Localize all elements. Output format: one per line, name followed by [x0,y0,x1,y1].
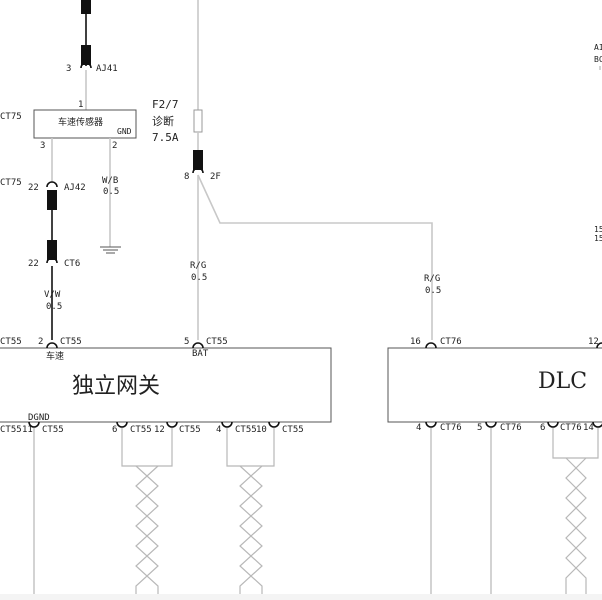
ct6-name: CT6 [64,259,80,269]
speed-sensor-gnd: GND [117,127,132,136]
connector-block-aj42 [47,190,57,210]
gateway-pin11-arc [28,421,40,428]
fuse-id: F2/7 [152,98,179,111]
connector-arc-2f [192,167,204,174]
twist-pair-a-top [121,428,173,467]
sensor-pin-top: 1 [78,100,83,110]
connector-arc-ct6 [46,257,58,264]
gateway-title: 独立网关 [72,374,160,399]
connector-block-aj41 [81,45,91,65]
aj42-name: AJ42 [64,183,86,193]
gateway-module-box [0,347,332,423]
gateway-pin11-conn: CT55 [42,425,64,435]
gateway-pin6-arc [116,421,128,428]
vw-size: 0.5 [46,302,62,312]
gateway-pin2-conn: CT55 [60,337,82,347]
twist-pair-b-top [226,428,275,467]
speed-sensor-box [33,109,137,139]
dlc-title: DLC [538,369,587,394]
wb-color: W/B [102,176,118,186]
rg2-color: R/G [424,274,440,284]
bottom-strip [0,594,602,600]
gateway-pin2-num: 2 [38,337,43,347]
dlc-pin16-arc [425,342,437,349]
gateway-pin11-num: 11 [22,425,33,435]
wb-size: 0.5 [103,187,119,197]
gateway-pin5-num: 5 [184,337,189,347]
ct6-pin: 22 [28,259,39,269]
dlc-pin5-num: 5 [477,423,482,433]
aj41-name: AJ41 [96,64,118,74]
gateway-pin6-conn: CT55 [130,425,152,435]
dlc-pin6-conn: CT76 [560,423,582,433]
connector-arc-aj42 [46,181,58,188]
dlc-pin16-conn: CT76 [440,337,462,347]
wire-rg-dlc [197,174,433,340]
dlc-pin5-arc [485,421,497,428]
connector-block-ct6 [47,240,57,260]
gateway-pin5-conn: CT55 [206,337,228,347]
dlc-pin6-num: 6 [540,423,545,433]
aj41-pin: 3 [66,64,71,74]
rg2-size: 0.5 [425,286,441,296]
dlc-pin4-conn: CT76 [440,423,462,433]
vw-color: V/W [44,290,61,300]
right-edge-mid2: 15 [594,234,602,243]
gateway-pin2-arc [46,342,58,349]
dlc-pin16-num: 16 [410,337,421,347]
twist-pair-c [565,457,587,600]
gateway-pin5-sub: BAT [192,349,209,359]
gateway-pin10-arc [268,421,280,428]
gateway-pin11-prefix: CT55 [0,425,22,435]
twist-pair-c-top [552,428,599,459]
rg1-color: R/G [190,261,206,271]
gateway-pin12-conn: CT55 [179,425,201,435]
fuse-symbol [193,109,203,133]
dlc-pin12-num: 12 [588,337,599,347]
dlc-pin4-num: 4 [416,423,421,433]
sensor-pin-right: 2 [112,141,117,151]
gateway-pin10-num: 10 [256,425,267,435]
aj42-pin: 22 [28,183,39,193]
right-edge-mid1: 15 [594,225,602,234]
rg1-size: 0.5 [191,273,207,283]
gateway-pin4-arc [221,421,233,428]
fuse-name: 诊断 [152,114,174,128]
right-edge-top1: AI [594,43,602,52]
sensor-pin-left: 3 [40,141,45,151]
gateway-left-edge-label: CT55 [0,337,22,347]
connector-arc-aj41 [80,62,92,69]
2f-name: 2F [210,172,221,182]
twist-pair-b [239,465,263,600]
connector-block-2f [193,150,203,170]
gateway-pin4-conn: CT55 [235,425,257,435]
gateway-pin4-num: 4 [216,425,221,435]
dlc-pin14-num: 14 [583,423,594,433]
2f-pin: 8 [184,172,189,182]
gateway-pin10-conn: CT55 [282,425,304,435]
left-ref-ct75-bottom: CT75 [0,178,22,188]
gateway-pin11-sub: DGND [28,413,50,423]
twist-pair-a [135,465,159,600]
gateway-pin12-num: 12 [154,425,165,435]
connector-block-top [81,0,91,14]
fuse-rating: 7.5A [152,131,179,144]
gateway-pin5-arc [192,342,204,349]
gateway-pin6-num: 6 [112,425,117,435]
gateway-pin2-sub: 车速 [46,350,64,362]
dlc-pin12-arc [596,342,602,349]
dlc-pin4-arc [425,421,437,428]
dlc-pin6-arc [547,421,559,428]
dlc-pin5-conn: CT76 [500,423,522,433]
left-ref-ct75-top: CT75 [0,112,22,122]
dlc-module-box [387,347,602,423]
speed-sensor-label: 车速传感器 [58,116,103,128]
right-edge-top2: BC [594,55,602,64]
gateway-pin12-arc [166,421,178,428]
dlc-pin14-arc [592,421,602,428]
